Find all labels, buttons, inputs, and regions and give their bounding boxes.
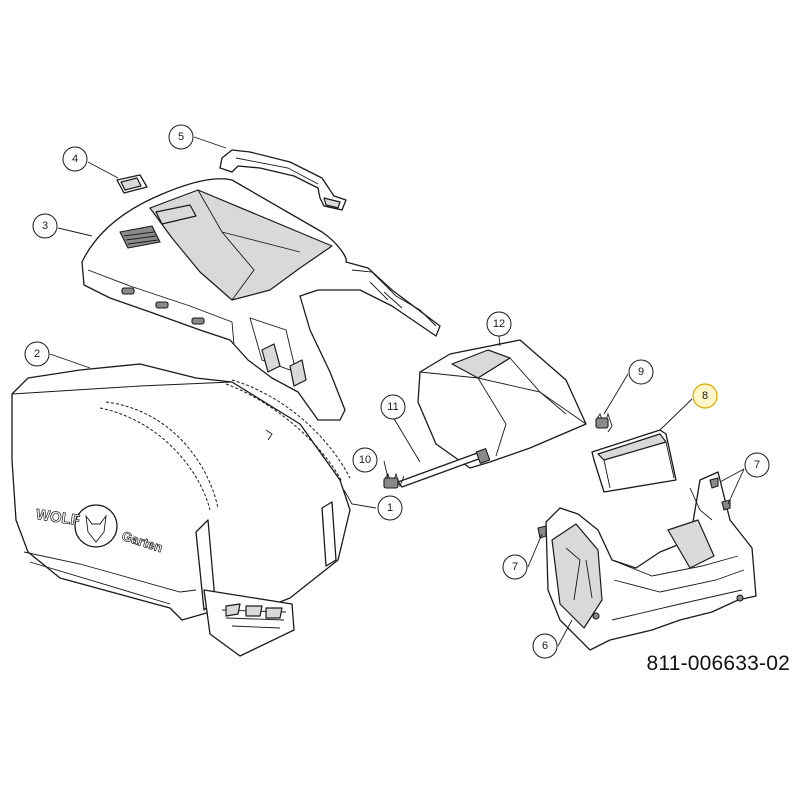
callout-4[interactable]: 4 [62,146,88,172]
callout-4-label: 4 [72,153,78,165]
callout-7-left-label: 7 [512,561,518,573]
brand-wordmark: WOLF [35,506,81,529]
part-11-rod[interactable] [397,448,491,488]
callout-3-label: 3 [42,220,48,232]
callout-5-label: 5 [178,131,184,143]
callout-10[interactable]: 10 [352,447,378,473]
leader-lines [49,136,745,647]
part-6-rear-frame[interactable] [545,471,757,651]
callout-9[interactable]: 9 [628,359,654,385]
callout-1[interactable]: 1 [377,495,403,521]
part-8-deflector-plate[interactable] [591,429,677,493]
callout-12[interactable]: 12 [486,311,512,337]
callout-6[interactable]: 6 [532,633,558,659]
wolf-garten-logo-emblem [74,504,118,548]
part-9-spring[interactable] [595,412,613,433]
callout-11-label: 11 [387,401,398,413]
callout-10-label: 10 [359,454,371,466]
callout-2[interactable]: 2 [24,341,50,367]
callout-6-label: 6 [542,640,548,652]
part-12-rear-flap[interactable] [417,339,587,469]
part-3-housing-cover[interactable] [81,178,441,421]
callout-12-label: 12 [493,318,505,330]
callout-9-label: 9 [638,366,644,378]
callout-7-right[interactable]: 7 [744,452,770,478]
callout-3[interactable]: 3 [32,213,58,239]
part-2-grass-catcher[interactable]: WOLF Garten [11,363,351,657]
callout-8[interactable]: 8 [692,383,718,409]
callout-7-right-label: 7 [754,459,760,471]
callout-8-label: 8 [702,390,708,402]
part-7-screw-left[interactable] [537,525,547,539]
fox-head-icon [85,514,107,543]
part-7-screw-right-b[interactable] [721,499,731,511]
part-7-screw-right-a[interactable] [709,477,719,489]
diagram-reference-number: 811-006633-02 [646,652,790,675]
callout-2-label: 2 [34,348,40,360]
callout-7-left[interactable]: 7 [502,554,528,580]
part-5-carry-handle[interactable] [219,149,347,211]
callout-11[interactable]: 11 [380,394,406,420]
callout-1-label: 1 [387,502,393,514]
callout-5[interactable]: 5 [168,124,194,150]
part-4-clip[interactable] [116,174,148,194]
